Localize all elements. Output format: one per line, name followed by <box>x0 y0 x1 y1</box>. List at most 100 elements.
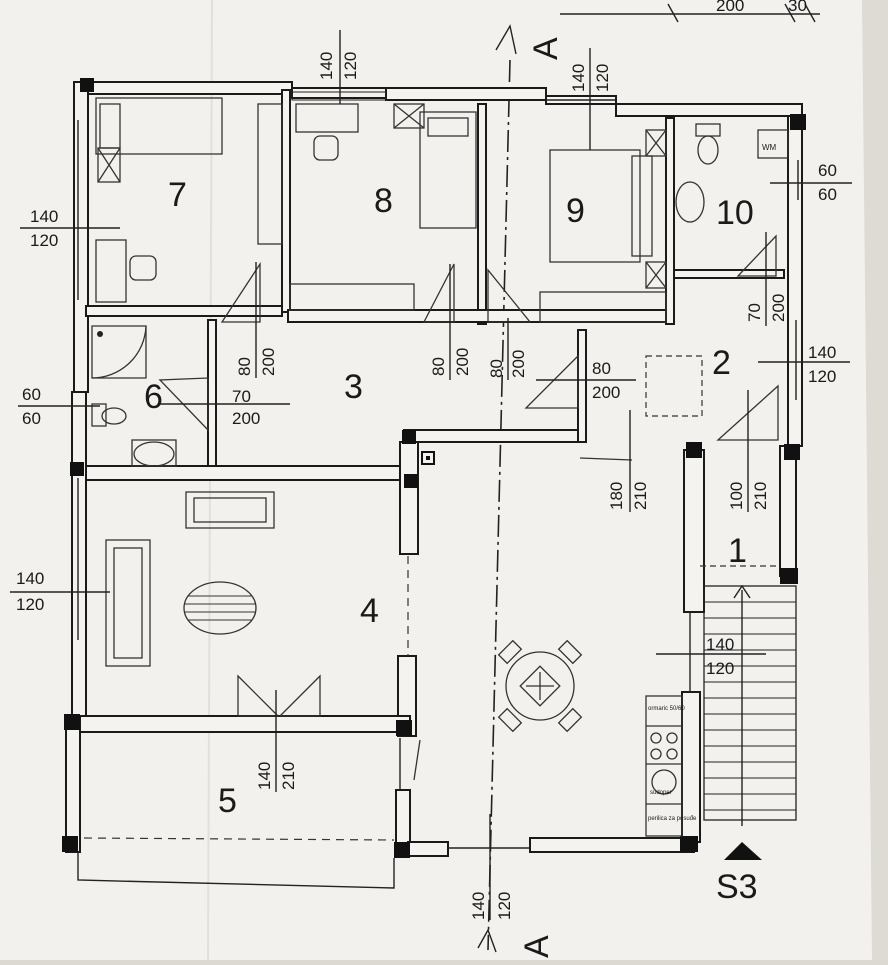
room-number-2: 2 <box>712 344 731 382</box>
furniture: WM <box>91 97 789 837</box>
svg-text:60: 60 <box>818 161 837 180</box>
svg-text:70: 70 <box>745 303 764 322</box>
kitchen-counter <box>645 695 683 837</box>
top-dimension-line: 200 30 <box>560 0 820 23</box>
door-dim-entry: 180 210 <box>607 410 650 512</box>
svg-text:80: 80 <box>429 357 448 376</box>
door-2 <box>524 354 579 409</box>
room-number-1: 1 <box>728 532 747 570</box>
sink-icon <box>651 769 677 795</box>
svg-text:60: 60 <box>22 409 41 428</box>
room-number-10: 10 <box>716 194 754 232</box>
door-5-right <box>278 674 321 717</box>
svg-text:80: 80 <box>592 359 611 378</box>
door-dim-9: 80 200 <box>487 318 528 380</box>
kitchen-label-sink: sudoper <box>650 790 672 796</box>
door-dim-10: 70 200 <box>745 232 788 326</box>
svg-text:60: 60 <box>22 385 41 404</box>
door-9 <box>487 268 532 323</box>
section-label-top: A <box>527 37 565 60</box>
svg-text:210: 210 <box>279 762 298 790</box>
staircase <box>700 565 797 826</box>
room-number-7: 7 <box>168 176 187 214</box>
window-dim-bottom: 140 120 <box>469 814 514 920</box>
coffee-table-icon <box>183 581 257 635</box>
room-number-3: 3 <box>344 368 363 406</box>
svg-text:200: 200 <box>592 383 620 402</box>
armchair-icon <box>185 491 275 529</box>
svg-text:200: 200 <box>509 350 528 378</box>
svg-text:140: 140 <box>706 635 734 654</box>
svg-text:140: 140 <box>255 762 274 790</box>
svg-text:120: 120 <box>16 595 44 614</box>
window-dim-2: 140 120 <box>758 343 850 386</box>
door-entry <box>579 457 633 461</box>
section-axis-a: A A <box>477 24 565 958</box>
svg-text:80: 80 <box>235 357 254 376</box>
room-number-6: 6 <box>144 378 163 416</box>
section-label-bottom: A <box>518 935 556 958</box>
kitchen-label-cabinet: ormaric 50/60 <box>648 706 685 712</box>
dining-table-icon <box>505 651 575 721</box>
room-number-9: 9 <box>566 192 585 230</box>
door-dim-7: 80 200 <box>235 262 278 378</box>
svg-text:140: 140 <box>317 52 336 80</box>
top-dim-1: 200 <box>716 0 744 15</box>
door-dim-6: 70 200 <box>160 387 290 428</box>
svg-text:120: 120 <box>593 64 612 92</box>
svg-text:120: 120 <box>706 659 734 678</box>
svg-text:140: 140 <box>808 343 836 362</box>
bed-icon <box>95 97 223 155</box>
svg-text:70: 70 <box>232 387 251 406</box>
door-dim-2: 80 200 <box>536 359 636 402</box>
section-marker-icon <box>724 842 762 860</box>
sink-icon <box>675 181 705 223</box>
room-number-5: 5 <box>218 782 237 820</box>
svg-text:140: 140 <box>16 569 44 588</box>
svg-text:210: 210 <box>751 482 770 510</box>
window-dim-4: 140 120 <box>10 569 110 614</box>
door-swings <box>158 234 779 781</box>
window-dim-kitchen: 140 120 <box>656 635 766 678</box>
svg-text:200: 200 <box>259 348 278 376</box>
door-dim-1: 100 210 <box>727 390 770 512</box>
door-7 <box>220 261 261 323</box>
bed-icon <box>549 149 641 263</box>
stove-icon <box>650 732 662 744</box>
window-dim-10: 60 60 <box>770 161 852 204</box>
window-dim-8: 140 120 <box>317 30 360 104</box>
svg-text:140: 140 <box>569 64 588 92</box>
svg-text:200: 200 <box>232 409 260 428</box>
svg-text:80: 80 <box>487 359 506 378</box>
door-dim-8: 80 200 <box>429 264 472 380</box>
svg-text:WM: WM <box>762 143 777 152</box>
terrace-outline <box>77 837 395 889</box>
toilet-icon <box>101 407 127 425</box>
door-8 <box>422 263 455 323</box>
svg-text:210: 210 <box>631 482 650 510</box>
bed-icon <box>419 111 477 229</box>
svg-text:120: 120 <box>341 52 360 80</box>
door-5-left <box>237 674 280 717</box>
washing-machine-icon <box>757 129 789 159</box>
top-dim-2: 30 <box>788 0 807 15</box>
section-mark-label: S3 <box>716 868 758 906</box>
room-number-4: 4 <box>360 592 379 630</box>
svg-text:120: 120 <box>30 231 58 250</box>
svg-text:120: 120 <box>495 892 514 920</box>
svg-text:200: 200 <box>453 348 472 376</box>
door-10 <box>736 234 777 277</box>
kitchen-label-dishwasher: perilica za posuđe <box>648 816 697 822</box>
sofa-icon <box>105 539 151 667</box>
pillars <box>62 78 806 858</box>
toilet-icon <box>697 135 719 165</box>
svg-text:120: 120 <box>808 367 836 386</box>
walls <box>65 81 803 857</box>
room-number-8: 8 <box>374 182 393 220</box>
door-dim-5: 140 210 <box>255 690 298 792</box>
svg-text:140: 140 <box>30 207 58 226</box>
svg-text:180: 180 <box>607 482 626 510</box>
shower-icon <box>91 325 147 379</box>
svg-text:60: 60 <box>818 185 837 204</box>
